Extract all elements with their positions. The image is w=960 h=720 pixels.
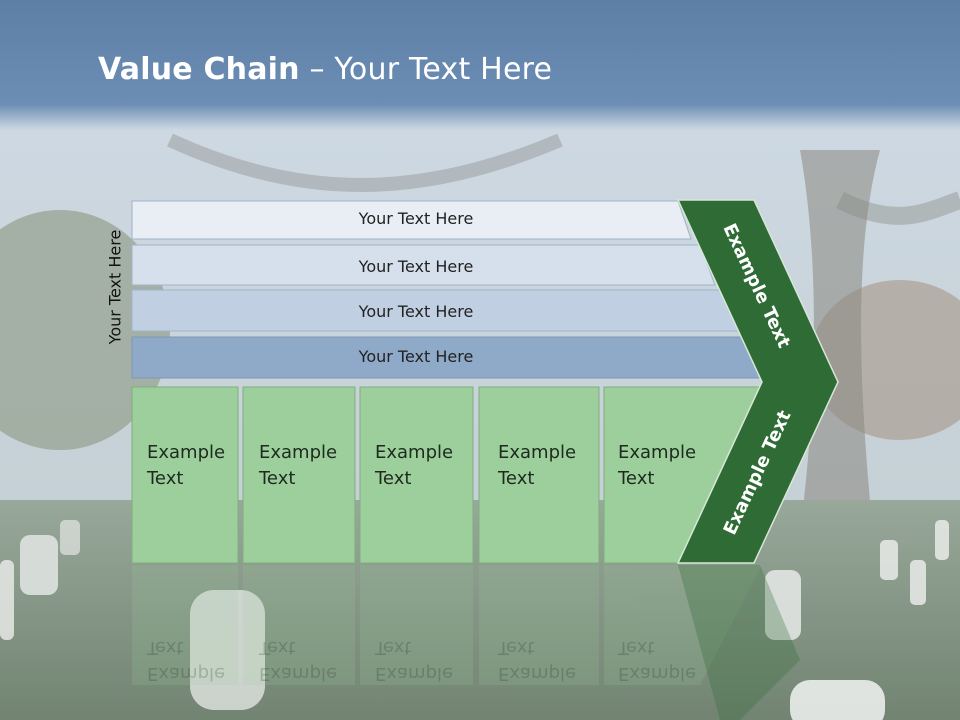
cell-shape-1 (131, 386, 239, 564)
cell-line2: Text (147, 468, 184, 489)
cell-text-reflection: Example Text (618, 634, 696, 686)
chevron-shape (676, 199, 839, 564)
row-label-1: Your Text Here (358, 209, 474, 228)
cell-line2: Text (375, 468, 412, 489)
cell-reflection (243, 565, 355, 685)
cell-line1: Example (375, 442, 454, 463)
cell-line2: Text (498, 637, 535, 658)
cell-text-reflection: Example Text (375, 634, 453, 686)
cell-line1: Example (259, 663, 338, 684)
cell-line2: Text (259, 468, 296, 489)
cell-line1: Example (498, 442, 577, 463)
cell-line1: Example (498, 663, 577, 684)
title-bold: Value Chain (98, 52, 300, 87)
cell-line1: Example (259, 442, 338, 463)
title-rest: – Your Text Here (299, 52, 553, 87)
reflection-group (132, 565, 762, 685)
cell-line1: Example (147, 442, 226, 463)
row-label-4: Your Text Here (358, 347, 474, 366)
cell-line2: Text (259, 637, 296, 658)
cell-shape-3 (359, 386, 474, 564)
cell-line1: Example (147, 663, 226, 684)
cell-reflection (604, 565, 762, 685)
cell-text-reflection: Example Text (498, 634, 576, 686)
slide-title: Value Chain – Your Text Here (98, 52, 552, 87)
cell-shape-2 (242, 386, 356, 564)
cell-reflection (132, 565, 238, 685)
cell-line2: Text (618, 468, 655, 489)
row-shape-1 (131, 200, 692, 240)
cell-line1: Example (375, 663, 454, 684)
header-band (0, 0, 960, 130)
cell-shape-4 (478, 386, 600, 564)
row-label-3: Your Text Here (358, 302, 474, 321)
row-label-2: Your Text Here (358, 257, 474, 276)
cell-line2: Text (618, 637, 655, 658)
row-shape-2 (131, 244, 716, 286)
cell-line2: Text (498, 468, 535, 489)
cell-line1: Example (618, 442, 697, 463)
chevron-reflection (678, 565, 800, 720)
cell-reflection (360, 565, 473, 685)
cell-text-reflection: Example Text (259, 634, 337, 686)
cell-text-reflection: Example Text (147, 634, 225, 686)
cell-reflection (479, 565, 599, 685)
cell-line2: Text (147, 637, 184, 658)
cell-line2: Text (375, 637, 412, 658)
cell-line1: Example (618, 663, 697, 684)
